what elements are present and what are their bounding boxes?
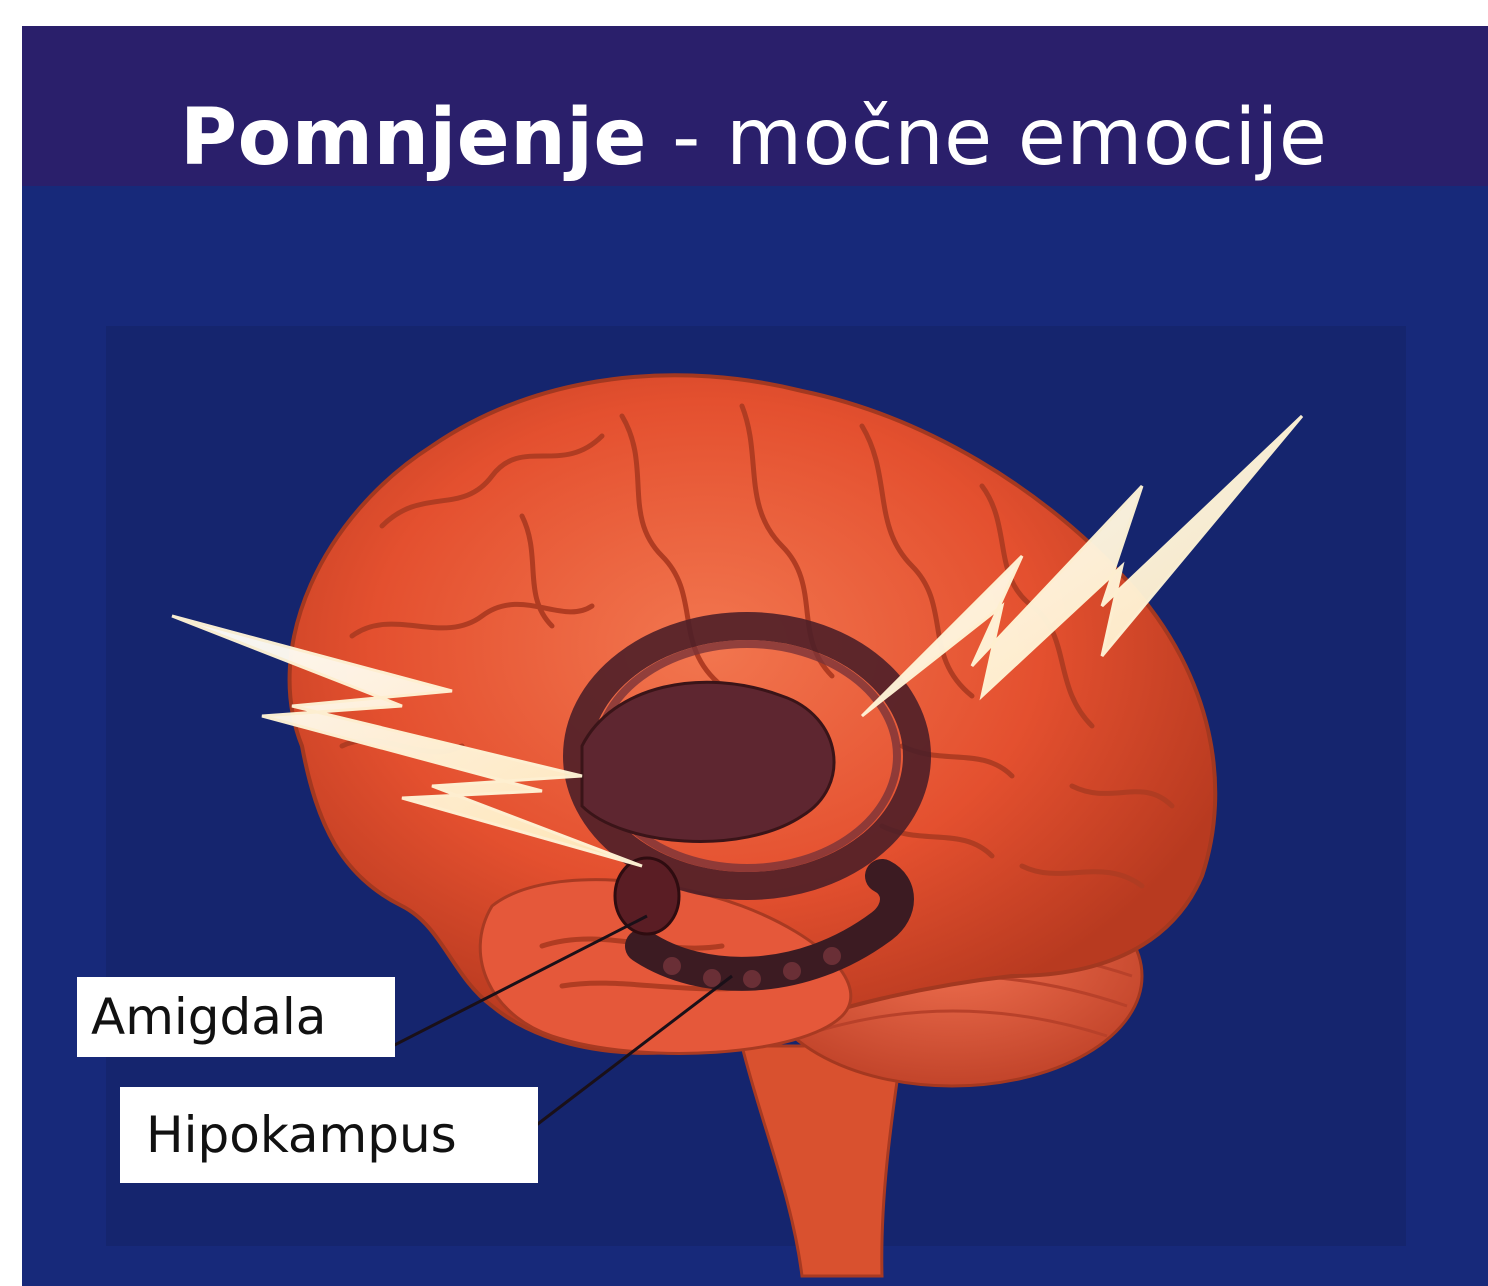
brain-figure: Amigdala Hipokampus — [22, 186, 1488, 1286]
title-subtitle: - močne emocije — [647, 93, 1327, 183]
amygdala-label: Amigdala — [77, 977, 395, 1057]
hippocampus-label: Hipokampus — [120, 1087, 538, 1183]
thalamus — [582, 682, 834, 841]
amygdala-structure — [615, 858, 679, 934]
slide-title: Pomnjenje - močne emocije — [180, 88, 1327, 188]
slide: Pomnjenje - močne emocije — [22, 26, 1488, 1286]
title-emphasis: Pomnjenje — [180, 93, 647, 183]
